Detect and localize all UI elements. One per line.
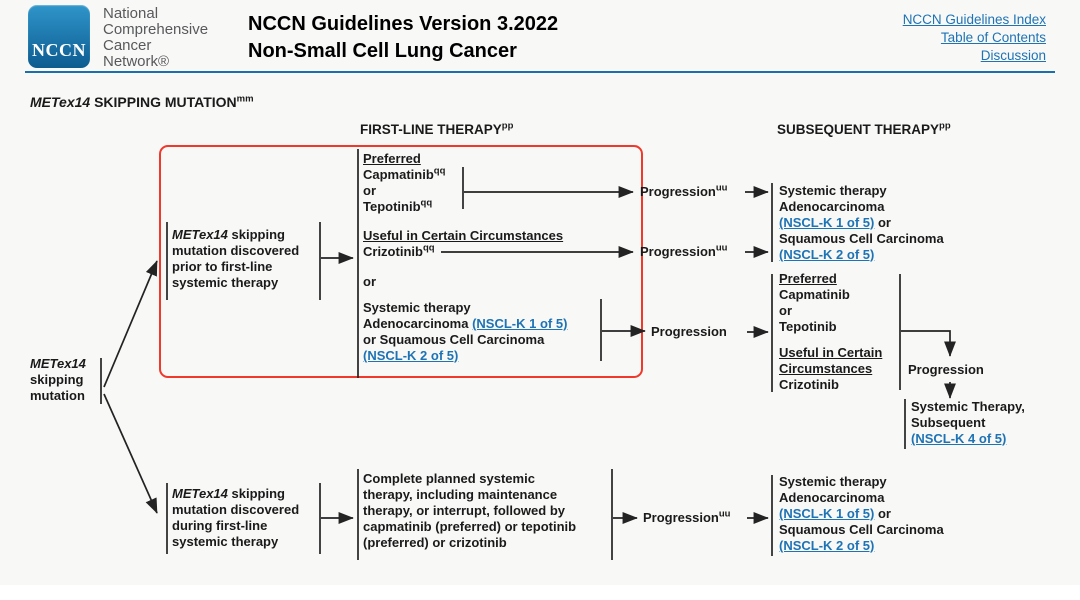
- link-nscl-k-2-of-5[interactable]: (NSCL-K 2 of 5): [779, 538, 875, 553]
- link-nscl-k-1-of-5[interactable]: (NSCL-K 1 of 5): [779, 215, 875, 230]
- preferred-label: Preferred: [779, 271, 837, 286]
- footnote-ref-uu: uu: [718, 508, 731, 520]
- first-line-highlight-box: [159, 145, 643, 378]
- node-root-metex14: METex14 skipping mutation: [30, 356, 86, 403]
- link-nscl-k-1-of-5[interactable]: (NSCL-K 1 of 5): [472, 316, 568, 331]
- link-discussion[interactable]: Discussion: [980, 48, 1046, 63]
- arrow-root-to-during: [103, 393, 158, 514]
- footnote-ref-qq: qq: [422, 242, 435, 254]
- column-header-subsequent-therapy: SUBSEQUENT THERAPYpp: [777, 120, 951, 137]
- useful-label: Useful in Certain: [779, 345, 883, 360]
- header-links: NCCN Guidelines Index Table of Contents …: [903, 11, 1046, 65]
- column-header-first-line-therapy: FIRST-LINE THERAPYpp: [360, 120, 514, 137]
- preferred-label: Preferred: [363, 151, 421, 166]
- node-progression-4: Progression: [908, 362, 984, 377]
- footnote-ref-uu: uu: [715, 242, 728, 254]
- doc-title-line2: Non-Small Cell Lung Cancer: [248, 40, 517, 62]
- page-title-gene: METex14: [30, 94, 91, 110]
- footnote-ref-uu: uu: [715, 182, 728, 194]
- node-mutation-prior: METex14 skipping mutation discovered pri…: [172, 227, 300, 290]
- footnote-ref-pp: pp: [501, 120, 514, 132]
- link-guidelines-index[interactable]: NCCN Guidelines Index: [902, 12, 1046, 27]
- org-name-line: Comprehensive: [103, 21, 209, 38]
- arrow-subsequent-mid-to-progression4: [901, 330, 956, 357]
- useful-label: Circumstances: [779, 361, 873, 376]
- link-nscl-k-4-of-5[interactable]: (NSCL-K 4 of 5): [911, 431, 1007, 446]
- node-firstline-options: Preferred Capmatinibqq or Tepotinibqq Us…: [363, 151, 568, 363]
- node-progression-5: Progressionuu: [643, 508, 731, 525]
- node-progression-1: Progressionuu: [640, 182, 728, 199]
- footnote-ref-qq: qq: [420, 197, 433, 209]
- footnote-ref-mm: mm: [236, 93, 254, 105]
- footnote-ref-pp: pp: [939, 120, 951, 132]
- header-divider: [25, 71, 1055, 73]
- org-name: National Comprehensive Cancer Network®: [103, 6, 208, 70]
- node-subsequent-top: Systemic therapy Adenocarcinoma (NSCL-K …: [779, 183, 944, 262]
- arrow-root-to-prior: [103, 260, 158, 388]
- link-nscl-k-2-of-5[interactable]: (NSCL-K 2 of 5): [363, 348, 459, 363]
- link-nscl-k-2-of-5[interactable]: (NSCL-K 2 of 5): [779, 247, 875, 262]
- footnote-ref-qq: qq: [433, 165, 446, 177]
- org-name-line: Network®: [103, 53, 170, 70]
- nccn-logo-text: NCCN: [32, 40, 86, 60]
- node-subsequent-bottom: Systemic therapy Adenocarcinoma (NSCL-K …: [779, 474, 944, 553]
- node-complete-planned-therapy: Complete planned systemic therapy, inclu…: [363, 471, 577, 550]
- nccn-logo[interactable]: NCCN: [28, 5, 90, 68]
- page-title-rest: SKIPPING MUTATION: [90, 94, 237, 110]
- node-progression-3: Progression: [651, 324, 727, 339]
- useful-label: Useful in Certain Circumstances: [363, 228, 564, 243]
- node-mutation-during: METex14 skipping mutation discovered dur…: [172, 486, 300, 549]
- page-title: METex14 SKIPPING MUTATIONmm: [30, 94, 254, 110]
- node-progression-2: Progressionuu: [640, 242, 728, 259]
- link-nscl-k-1-of-5[interactable]: (NSCL-K 1 of 5): [779, 506, 875, 521]
- org-name-line: National: [103, 5, 159, 22]
- doc-title-line1: NCCN Guidelines Version 3.2022: [248, 13, 559, 35]
- doc-title: NCCN Guidelines Version 3.2022 Non-Small…: [248, 11, 558, 65]
- footer-strip: [0, 585, 1080, 600]
- node-subsequent-mid: Preferred Capmatinib or Tepotinib Useful…: [779, 271, 883, 392]
- link-table-of-contents[interactable]: Table of Contents: [940, 30, 1046, 45]
- node-subsequent-final: Systemic Therapy, Subsequent (NSCL-K 4 o…: [911, 399, 1025, 446]
- org-name-line: Cancer: [103, 37, 152, 54]
